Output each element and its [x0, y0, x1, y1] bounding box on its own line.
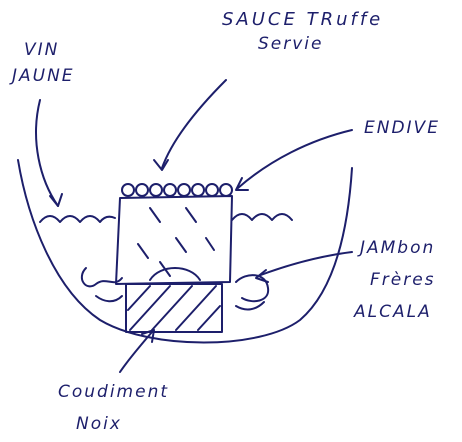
label-jaune: JAUNE [12, 66, 75, 86]
condiment-noix-block [126, 284, 222, 332]
label-sauce-line-2: Servie [258, 34, 323, 54]
label-jambon: JAMbon [360, 238, 435, 258]
vin-jaune-liquid-left [40, 216, 115, 222]
jambon-right [236, 275, 268, 301]
jambon-center-arc [150, 268, 200, 280]
arrow-sauce-truffe [154, 80, 226, 170]
jambon-left-2 [96, 296, 122, 301]
vin-jaune-liquid-right [232, 214, 292, 220]
label-freres: Frères [370, 270, 436, 290]
arrow-endive [236, 130, 352, 190]
label-condiment: Coudiment [58, 382, 169, 402]
label-noix: Noix [76, 414, 122, 434]
arrow-condiment [120, 330, 154, 372]
condiment-hatching [128, 286, 220, 330]
label-endive: ENDIVE [364, 118, 440, 138]
label-alcala: ALCALA [354, 302, 432, 322]
label-vin: VIN [24, 40, 59, 60]
label-sauce-line-1: SAUCE TRuffe [222, 10, 383, 30]
arrow-vin-jaune [36, 100, 62, 206]
endive-hatching [138, 208, 214, 276]
sauce-truffe-beads [122, 184, 232, 196]
jambon-right-2 [236, 302, 264, 309]
endive-block [116, 196, 232, 284]
